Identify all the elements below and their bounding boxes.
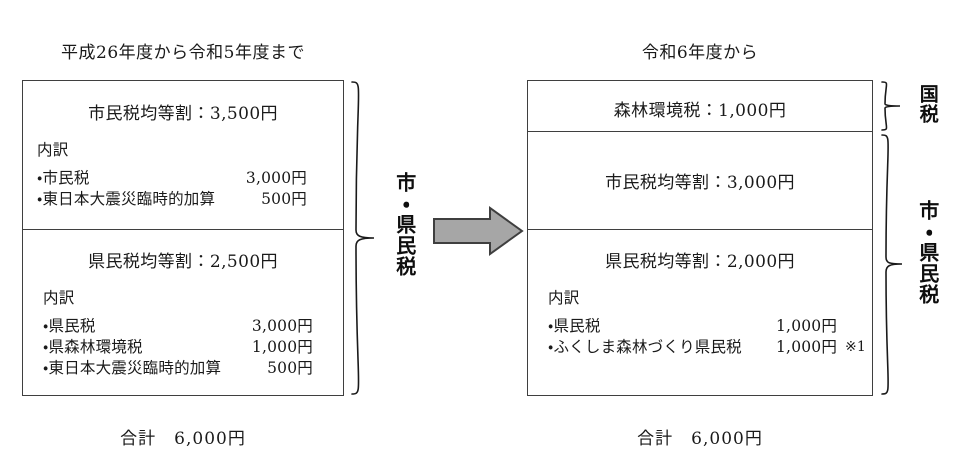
breakdown-item-label: ・東日本大震災臨時的加算 [43, 358, 222, 377]
left-total: 合計 6,000円 [120, 429, 246, 449]
breakdown-label: 内訳 [37, 141, 69, 159]
breakdown-item-label: ・東日本大震災臨時的加算 [37, 189, 216, 208]
breakdown-item-label: ・県森林環境税 [43, 337, 143, 356]
left-section-1-breakdown: 内訳 ・市民税 3,000円 ・東日本大震災臨時的加算 500円 [37, 141, 329, 213]
transition-arrow [432, 206, 524, 260]
breakdown-item-label: ・県民税 [43, 316, 96, 335]
breakdown-row: ・市民税 3,000円 [37, 168, 329, 192]
right-box-divider-2 [528, 229, 872, 230]
breakdown-item-amount: 500円 [261, 189, 307, 208]
breakdown-row: ・県森林環境税 1,000円 [43, 337, 329, 361]
breakdown-item-amount: 3,000円 [245, 168, 307, 187]
right-box-divider-1 [528, 131, 872, 132]
right-section-1-header: 森林環境税：1,000円 [613, 101, 787, 121]
right-brace-local-label: 市・県民税 [915, 200, 940, 305]
right-section-3-breakdown: 内訳 ・県民税 1,000円 ・ふくしま森林づくり県民税 1,000円 ※1 [548, 289, 866, 361]
breakdown-row: ・東日本大震災臨時的加算 500円 [43, 358, 329, 382]
breakdown-label: 内訳 [548, 289, 580, 307]
right-brace-national-label: 国税 [916, 84, 939, 124]
breakdown-item-amount: 1,000円 [251, 337, 313, 356]
right-total: 合計 6,000円 [637, 429, 763, 449]
breakdown-row: ・東日本大震災臨時的加算 500円 [37, 189, 329, 213]
left-brace [350, 80, 376, 396]
breakdown-row: ・県民税 1,000円 [548, 316, 862, 340]
breakdown-item-amount: 1,000円 [776, 337, 838, 356]
breakdown-item-amount: 500円 [267, 358, 313, 377]
right-brace-national [880, 80, 902, 132]
right-section-2-header: 市民税均等割：3,000円 [605, 173, 795, 193]
left-panel-title: 平成26年度から令和5年度まで [61, 43, 305, 63]
left-section-2-breakdown: 内訳 ・県民税 3,000円 ・県森林環境税 1,000円 ・東日本大震災臨時的… [43, 289, 329, 382]
breakdown-item-label: ・ふくしま森林づくり県民税 [548, 337, 742, 356]
breakdown-item-label: ・県民税 [548, 316, 601, 335]
breakdown-item-label: ・市民税 [37, 168, 90, 187]
left-brace-label: 市・県民税 [392, 172, 417, 277]
left-section-1-header: 市民税均等割：3,500円 [88, 104, 278, 124]
right-section-3-header: 県民税均等割：2,000円 [605, 252, 795, 272]
breakdown-rows: ・市民税 3,000円 ・東日本大震災臨時的加算 500円 [37, 168, 329, 213]
breakdown-rows: ・県民税 1,000円 ・ふくしま森林づくり県民税 1,000円 ※1 [548, 316, 866, 361]
breakdown-item-amount: 3,000円 [251, 316, 313, 335]
right-panel-title: 令和6年度から [641, 43, 759, 63]
breakdown-item-amount: 1,000円 [776, 316, 838, 335]
breakdown-row: ・県民税 3,000円 [43, 316, 329, 340]
breakdown-rows: ・県民税 3,000円 ・県森林環境税 1,000円 ・東日本大震災臨時的加算 … [43, 316, 329, 382]
right-tax-box: 森林環境税：1,000円 市民税均等割：3,000円 県民税均等割：2,000円… [527, 80, 873, 396]
left-box-divider [23, 229, 343, 230]
right-brace-local [880, 133, 904, 396]
breakdown-row: ・ふくしま森林づくり県民税 1,000円 ※1 [548, 337, 866, 361]
left-tax-box: 市民税均等割：3,500円 内訳 ・市民税 3,000円 ・東日本大震災臨時的加… [22, 80, 344, 396]
left-section-2-header: 県民税均等割：2,500円 [88, 252, 278, 272]
breakdown-item-note: ※1 [845, 338, 867, 355]
breakdown-label: 内訳 [43, 289, 75, 307]
